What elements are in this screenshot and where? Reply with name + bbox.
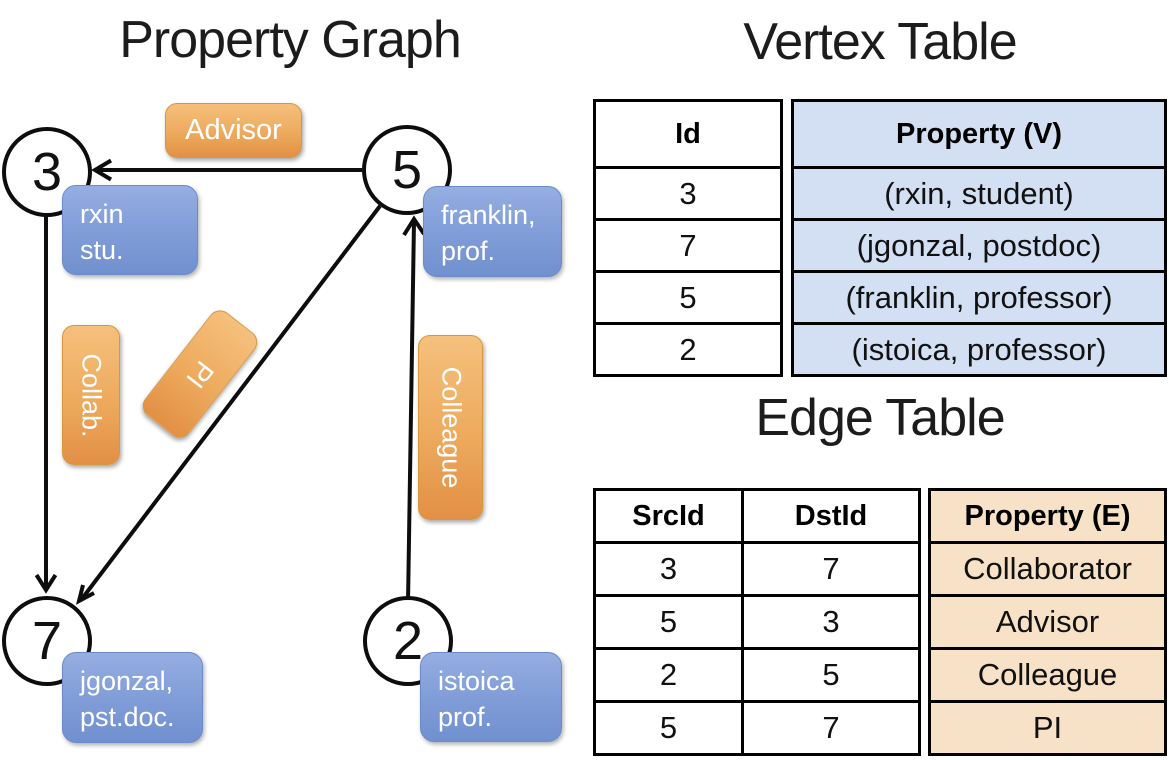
vertex-table-cell-id: 2 [596, 322, 780, 374]
edge-2-5-arrowhead [402, 215, 426, 237]
property-graph-title: Property Graph [119, 11, 462, 69]
edge-table-cell-dstid: 7 [744, 700, 918, 753]
vertex-table-cell-property: (jgonzal, postdoc) [794, 218, 1164, 270]
vertex-node-2: 2 [363, 596, 453, 686]
vertex-table-cell-id: 5 [596, 270, 780, 322]
vertex-table-cell-property: (rxin, student) [794, 166, 1164, 218]
edge-table-cell-property: Colleague [931, 647, 1164, 700]
vertex-node-2-id: 2 [392, 611, 424, 671]
edge-label-pi-text: PI [180, 355, 221, 394]
edge-table: SrcId DstId 3 7 5 3 2 5 5 7 Property (E)… [593, 488, 1167, 756]
vertex-property-box-5: franklin, prof. [423, 186, 562, 277]
edge-table-cell-srcid: 2 [596, 647, 744, 700]
vertex-property-box-7-line2: pst.doc. [80, 702, 175, 732]
edge-5-3-arrowhead [91, 158, 113, 182]
edge-label-colleague: Colleague [418, 335, 483, 520]
vertex-table: Id 3 7 5 2 Property (V) (rxin, student) … [593, 99, 1167, 377]
edge-label-collab: Collab. [62, 325, 120, 465]
edge-table-cell-srcid: 5 [596, 594, 744, 647]
edge-table-cell-property: Collaborator [931, 541, 1164, 594]
edge-table-cell-property: Advisor [931, 594, 1164, 647]
vertex-node-3-id: 3 [31, 142, 63, 202]
vertex-table-title: Vertex Table [743, 13, 1017, 71]
edge-table-header-property: Property (E) [964, 499, 1131, 532]
edge-table-id-columns: SrcId DstId 3 7 5 3 2 5 5 7 [593, 488, 921, 756]
edge-label-advisor-text: Advisor [185, 114, 282, 146]
edge-table-property-column: Property (E) Collaborator Advisor Collea… [928, 488, 1167, 756]
edge-table-cell-srcid: 5 [596, 700, 744, 753]
edge-3-7-arrowhead [34, 573, 58, 594]
vertex-property-box-3-line1: rxin [80, 199, 124, 229]
vertex-property-box-3: rxin stu. [62, 185, 198, 275]
vertex-table-cell-id: 3 [596, 166, 780, 218]
edge-table-cell-dstid: 5 [744, 647, 918, 700]
edge-2-5-line [406, 220, 416, 604]
vertex-node-7-id: 7 [31, 611, 63, 671]
vertex-property-box-7-line1: jgonzal, [80, 666, 174, 696]
edge-table-cell-dstid: 7 [744, 541, 918, 594]
edge-label-collab-text: Collab. [76, 352, 107, 438]
vertex-property-box-5-line1: franklin, [441, 200, 536, 230]
vertex-table-cell-id: 7 [596, 218, 780, 270]
edge-5-7-line [79, 204, 382, 602]
edge-table-header-dstid: DstId [794, 499, 868, 532]
edge-table-cell-srcid: 3 [596, 541, 744, 594]
vertex-node-5-id: 5 [391, 140, 423, 200]
edge-label-colleague-text: Colleague [436, 366, 466, 489]
edge-label-advisor: Advisor [165, 103, 302, 158]
vertex-property-box-7: jgonzal, pst.doc. [62, 652, 203, 743]
edge-5-7-arrowhead [75, 584, 95, 605]
graph-edges-svg [34, 158, 426, 605]
edge-table-header-srcid: SrcId [596, 491, 744, 541]
edge-table-cell-property: PI [931, 700, 1164, 753]
vertex-table-header-id: Id [675, 117, 701, 150]
vertex-property-box-2-line2: prof. [438, 702, 493, 732]
edge-table-title: Edge Table [755, 389, 1005, 447]
vertex-table-header-property: Property (V) [896, 117, 1062, 150]
edge-table-cell-dstid: 3 [744, 594, 918, 647]
vertex-table-cell-property: (franklin, professor) [794, 270, 1164, 322]
vertex-table-cell-property: (istoica, professor) [794, 322, 1164, 374]
vertex-property-box-2-line1: istoica [438, 666, 515, 696]
vertex-property-box-5-line2: prof. [441, 236, 496, 266]
vertex-property-box-2: istoica prof. [420, 652, 562, 742]
vertex-property-box-3-line2: stu. [80, 235, 124, 265]
vertex-table-id-column: Id 3 7 5 2 [593, 99, 783, 377]
vertex-table-property-column: Property (V) (rxin, student) (jgonzal, p… [791, 99, 1167, 377]
